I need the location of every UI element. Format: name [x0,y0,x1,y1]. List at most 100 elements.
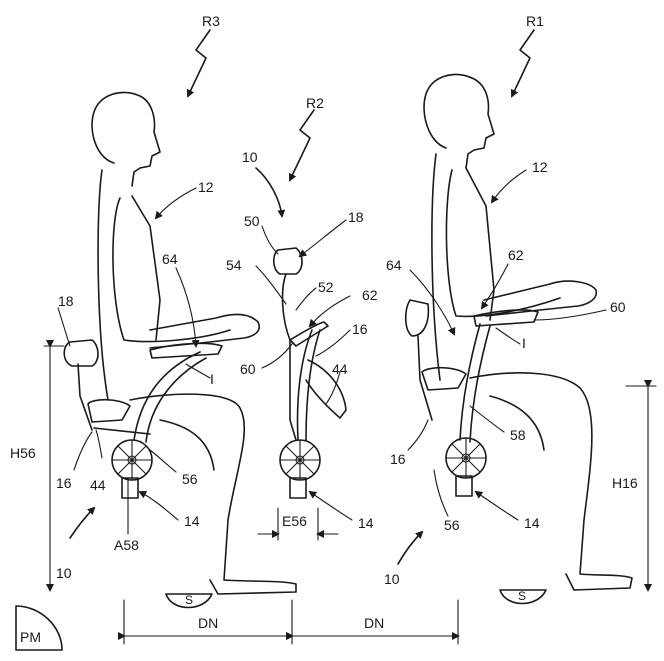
leader-16-right [407,419,429,451]
right-floor-spot [499,589,547,605]
r2-view-arrow [288,109,315,182]
pm-corner-mark [15,605,63,651]
leader-64-left [175,267,200,348]
left-arm [149,313,260,349]
left-seat-frame [93,427,151,435]
mid-back-frame [281,273,297,441]
left-wheel-spokes [111,439,153,481]
left-base-14 [121,477,139,499]
label-56-right: 56 [444,517,460,533]
mid-headrest-18 [272,247,303,275]
label-52: 52 [318,279,334,295]
label-a58: A58 [114,537,139,553]
right-10-arrow [397,530,424,565]
mid-armrest-60 [289,321,329,347]
left-arm-56-inner [145,357,207,443]
label-16-mid: 16 [352,321,368,337]
left-back-frame [77,363,93,431]
label-44-left: 44 [90,477,106,493]
right-wheel-spokes [445,437,487,479]
right-chest [465,167,495,321]
label-dn-left: DN [198,615,219,631]
label-60-mid: 60 [240,361,256,377]
leader-56-left [149,449,177,473]
leader-12-right [490,169,527,204]
left-chest [131,195,161,341]
label-64-left: 64 [162,251,178,267]
left-10-arrow [69,506,96,539]
left-thigh-under [159,419,215,471]
label-dn-right: DN [364,615,385,631]
label-pm: PM [20,629,41,645]
right-seat-pad [421,366,467,391]
label-18-left: 18 [58,293,74,309]
mid-arm-16-a [296,329,313,441]
label-50: 50 [244,213,260,229]
left-device [63,339,223,499]
left-armrest-60 [149,342,223,359]
leader-44-mid [325,371,341,405]
right-torso [445,169,561,318]
label-10-mid: 10 [242,149,258,165]
label-62-mid: 62 [362,287,378,303]
label-60-right: 60 [610,299,626,315]
label-I-right: I [522,335,526,351]
label-10-right: 10 [384,571,400,587]
marker-I-left [185,363,211,379]
right-arm [483,280,598,317]
leader-14-right [474,490,519,521]
leader-62-right [480,263,509,310]
right-device [404,299,539,497]
label-44-mid: 44 [332,361,348,377]
left-leg [129,393,297,595]
label-14-right: 14 [524,515,540,531]
label-58: 58 [510,427,526,443]
label-14-left: 14 [184,513,200,529]
label-56-left: 56 [182,471,198,487]
leader-14-mid [308,490,353,521]
label-14-mid: 14 [358,515,374,531]
label-16-right: 16 [390,451,406,467]
label-r2: R2 [306,95,324,111]
leader-44-left [95,429,103,459]
leader-14-left [138,491,179,521]
leader-64-right [409,269,456,336]
left-back [97,169,109,401]
left-floor-spot [165,593,213,609]
left-arm-56-outer [133,351,201,441]
left-head [91,91,161,187]
right-arm-58-b [469,325,491,443]
right-head [423,73,495,169]
label-I-left: I [210,371,214,387]
left-person-figure [91,91,297,595]
right-person-figure [423,73,633,591]
mid-panel-44 [305,359,347,419]
leader-54 [255,265,287,305]
label-16-left: 16 [56,475,72,491]
label-e56: E56 [282,513,307,529]
right-back [431,153,441,381]
label-10-left: 10 [56,565,72,581]
mid-arm-16-b [305,329,321,441]
right-headrest [404,299,430,337]
right-base-14 [455,475,473,497]
leader-58 [469,405,505,433]
label-r3: R3 [202,13,220,29]
right-armrest-60 [473,309,539,327]
mid-base-14 [289,477,307,499]
label-s-right: S [518,589,527,603]
right-leg [469,372,633,591]
label-18-mid: 18 [348,209,364,225]
leader-16-mid [315,329,351,357]
leader-62-mid [308,295,351,328]
label-62-right: 62 [508,247,524,263]
leader-52 [295,287,317,311]
leader-50 [261,225,279,255]
mid-10-arrow [255,167,286,218]
label-64-right: 64 [386,257,402,273]
leader-18-mid [298,219,347,258]
left-torso [112,197,231,343]
r1-view-arrow [510,29,535,98]
